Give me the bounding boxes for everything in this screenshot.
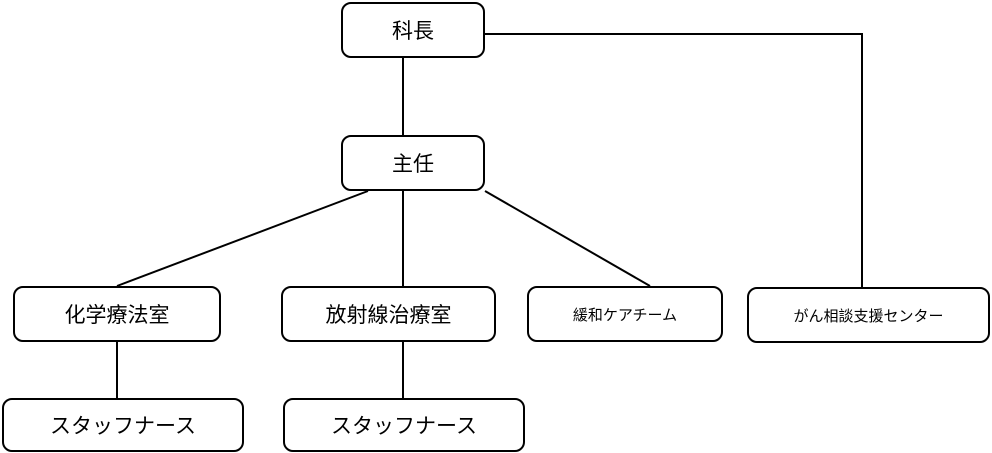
palliative-care-team-node: 緩和ケアチーム [527,286,723,342]
radiotherapy-staff-nurse-node: スタッフナース [283,398,525,452]
palliative-care-team-label: 緩和ケアチーム [572,305,678,324]
cancer-support-center-label: がん相談支援センター [793,306,944,325]
chief-label: 主任 [392,152,434,176]
head-node: 科長 [341,2,485,58]
chemotherapy-staff-nurse-label: スタッフナース [50,414,196,438]
radiotherapy-room-node: 放射線治療室 [281,286,496,342]
chemotherapy-room-node: 化学療法室 [13,286,221,342]
radiotherapy-room-label: 放射線治療室 [325,303,452,327]
chemotherapy-staff-nurse-node: スタッフナース [2,398,244,452]
chief-to-chemotherapy-line [116,190,369,287]
cancer-support-center-node: がん相談支援センター [747,287,990,343]
chief-to-palliative-care-line [484,190,651,287]
head-label: 科長 [392,19,434,43]
chemotherapy-room-label: 化学療法室 [64,303,170,327]
radiotherapy-staff-nurse-label: スタッフナース [331,414,477,438]
chief-node: 主任 [341,135,485,191]
head-to-cancer-support-line [485,33,863,287]
